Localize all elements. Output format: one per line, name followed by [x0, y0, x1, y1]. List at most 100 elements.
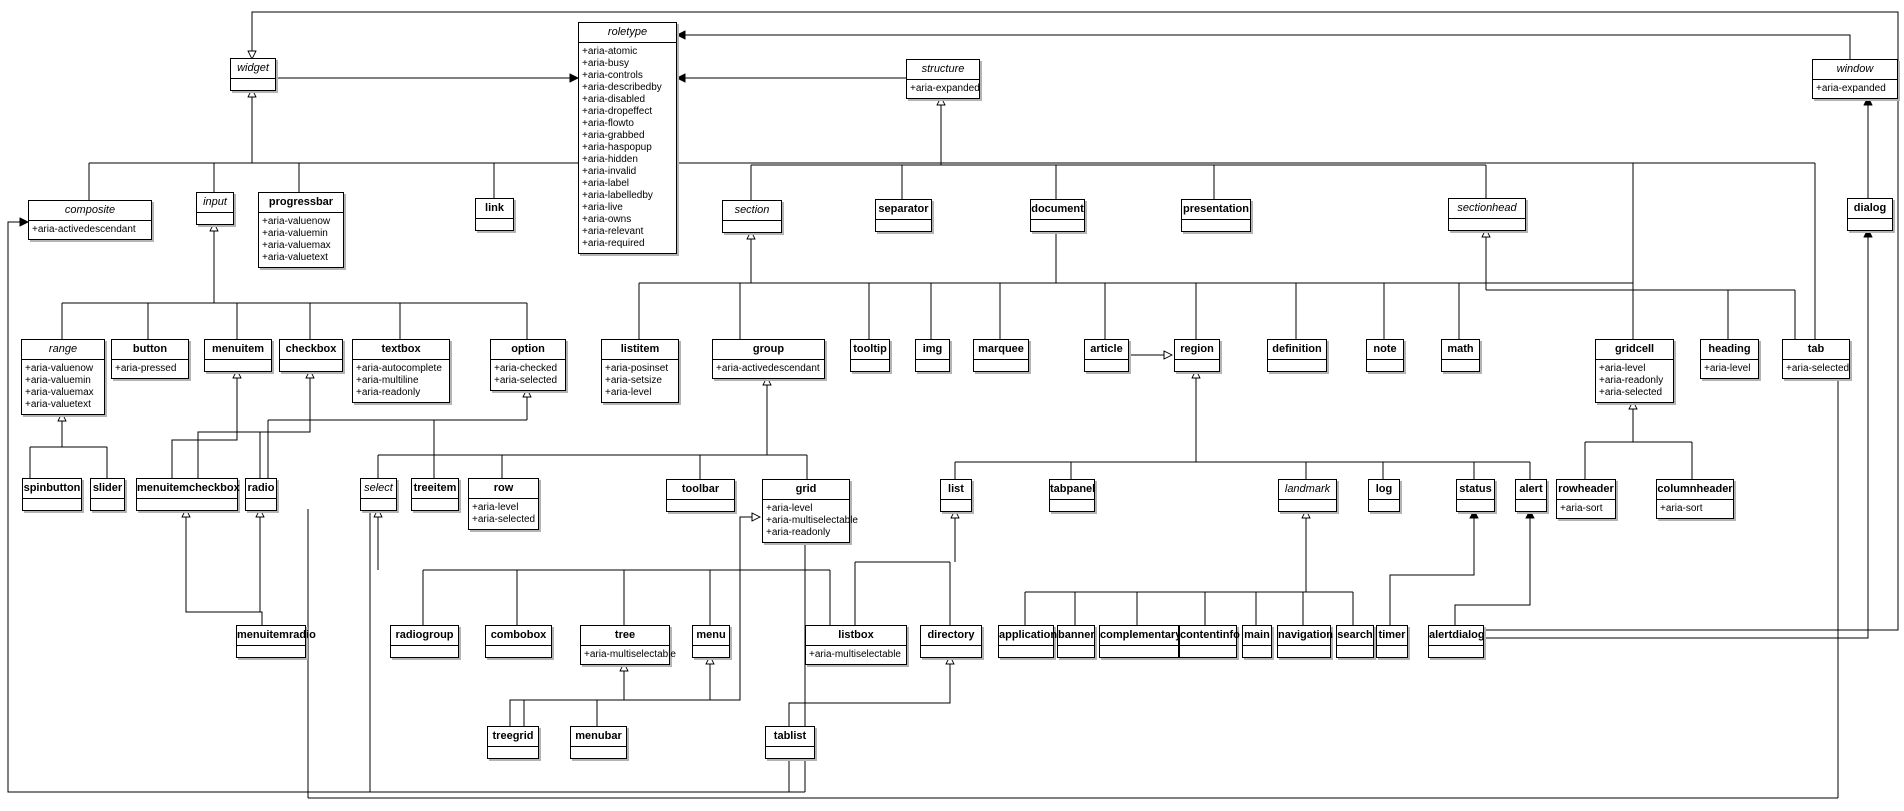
attribute: +aria-valuemax	[262, 240, 331, 251]
empty-compartment	[851, 360, 889, 371]
attribute: +aria-posinset	[605, 363, 669, 374]
class-title: contentinfo	[1180, 626, 1240, 646]
class-title: slider	[91, 479, 124, 499]
generalization-edge	[788, 656, 951, 726]
generalization-edge	[171, 370, 238, 478]
empty-compartment	[1449, 219, 1525, 230]
empty-compartment	[1100, 646, 1178, 657]
class-status: status	[1456, 479, 1495, 512]
empty-compartment	[916, 360, 949, 371]
attribute: +aria-hidden	[582, 154, 638, 165]
empty-compartment	[1367, 360, 1403, 371]
class-banner: banner	[1057, 625, 1095, 658]
class-title: progressbar	[259, 193, 343, 213]
class-menuitem: menuitem	[204, 339, 272, 372]
class-title: dialog	[1848, 199, 1892, 219]
class-checkbox: checkbox	[279, 339, 343, 372]
filled-arrowhead	[19, 217, 30, 227]
generalization-edge	[523, 516, 760, 726]
class-contentinfo: contentinfo	[1179, 625, 1240, 658]
class-select: select	[360, 478, 397, 511]
class-rowheader: rowheader+aria-sort	[1556, 479, 1616, 519]
hollow-arrowhead	[57, 411, 67, 422]
class-title: group	[713, 340, 824, 360]
class-title: sectionhead	[1449, 199, 1525, 219]
attributes-compartment: +aria-valuenow+aria-valuemin+aria-valuem…	[259, 213, 343, 267]
class-application: application	[998, 625, 1057, 658]
empty-compartment	[486, 646, 551, 657]
class-title: navigation	[1278, 626, 1333, 646]
empty-compartment	[693, 646, 729, 657]
empty-compartment	[197, 213, 233, 224]
class-title: gridcell	[1596, 340, 1673, 360]
attribute: +aria-pressed	[115, 363, 177, 374]
class-input: input	[196, 192, 234, 225]
class-title: roletype	[579, 23, 676, 43]
attribute: +aria-owns	[582, 214, 632, 225]
class-window: window+aria-expanded	[1812, 59, 1898, 99]
class-title: link	[476, 199, 513, 219]
attribute: +aria-haspopup	[582, 142, 652, 153]
attribute: +aria-setsize	[605, 375, 662, 386]
class-textbox: textbox+aria-autocomplete+aria-multiline…	[352, 339, 450, 403]
class-menuitemcheckbox: menuitemcheckbox	[136, 478, 240, 511]
empty-compartment	[876, 220, 931, 231]
hollow-arrowhead	[255, 507, 265, 518]
class-tablist: tablist	[765, 726, 815, 759]
attributes-compartment: +aria-checked+aria-selected	[491, 360, 565, 390]
class-spinbutton: spinbutton	[22, 478, 82, 511]
class-title: tree	[581, 626, 669, 646]
attribute: +aria-describedby	[582, 82, 662, 93]
empty-compartment	[137, 499, 237, 510]
attributes-compartment: +aria-sort	[1657, 500, 1733, 518]
attributes-compartment: +aria-activedescendant	[29, 221, 151, 239]
class-title: timer	[1377, 626, 1407, 646]
class-title: row	[469, 479, 538, 499]
attributes-compartment: +aria-pressed	[112, 360, 188, 378]
attributes-compartment: +aria-posinset+aria-setsize+aria-level	[602, 360, 678, 402]
generalization-edge	[596, 656, 711, 726]
empty-compartment	[1337, 646, 1373, 657]
hollow-arrowhead	[1163, 350, 1174, 360]
class-article: article	[1084, 339, 1129, 372]
empty-compartment	[1085, 360, 1128, 371]
empty-compartment	[246, 499, 276, 510]
class-title: combobox	[486, 626, 551, 646]
attributes-compartment: +aria-multiselectable	[806, 646, 906, 664]
hollow-arrowhead	[1628, 399, 1638, 410]
attribute: +aria-level	[472, 502, 519, 513]
class-link: link	[475, 198, 514, 231]
empty-compartment	[280, 360, 342, 371]
class-button: button+aria-pressed	[111, 339, 189, 379]
class-section: section	[722, 200, 782, 233]
empty-compartment	[1278, 646, 1330, 657]
attributes-compartment: +aria-level+aria-readonly+aria-selected	[1596, 360, 1673, 402]
attribute: +aria-multiselectable	[584, 649, 676, 660]
filled-arrowhead	[1469, 508, 1479, 519]
attributes-compartment: +aria-multiselectable	[581, 646, 676, 664]
empty-compartment	[231, 79, 275, 90]
empty-compartment	[91, 499, 124, 510]
class-title: checkbox	[280, 340, 342, 360]
empty-compartment	[1516, 500, 1546, 511]
class-title: marquee	[974, 340, 1028, 360]
empty-compartment	[1182, 220, 1250, 231]
empty-compartment	[1429, 646, 1483, 657]
class-sectionhead: sectionhead	[1448, 198, 1526, 231]
class-separator: separator	[875, 199, 932, 232]
class-title: log	[1369, 480, 1399, 500]
attribute: +aria-selected	[1599, 387, 1663, 398]
attribute: +aria-readonly	[356, 387, 421, 398]
class-toolbar: toolbar	[666, 479, 735, 512]
class-list: list	[940, 479, 972, 512]
empty-compartment	[1031, 220, 1084, 231]
class-title: treegrid	[488, 727, 538, 747]
class-menubar: menubar	[570, 726, 627, 759]
hollow-arrowhead	[945, 654, 955, 665]
class-main: main	[1242, 625, 1272, 658]
class-menu: menu	[692, 625, 730, 658]
attribute: +aria-labelledby	[582, 190, 653, 201]
empty-compartment	[412, 499, 458, 510]
class-dialog: dialog	[1847, 198, 1893, 231]
